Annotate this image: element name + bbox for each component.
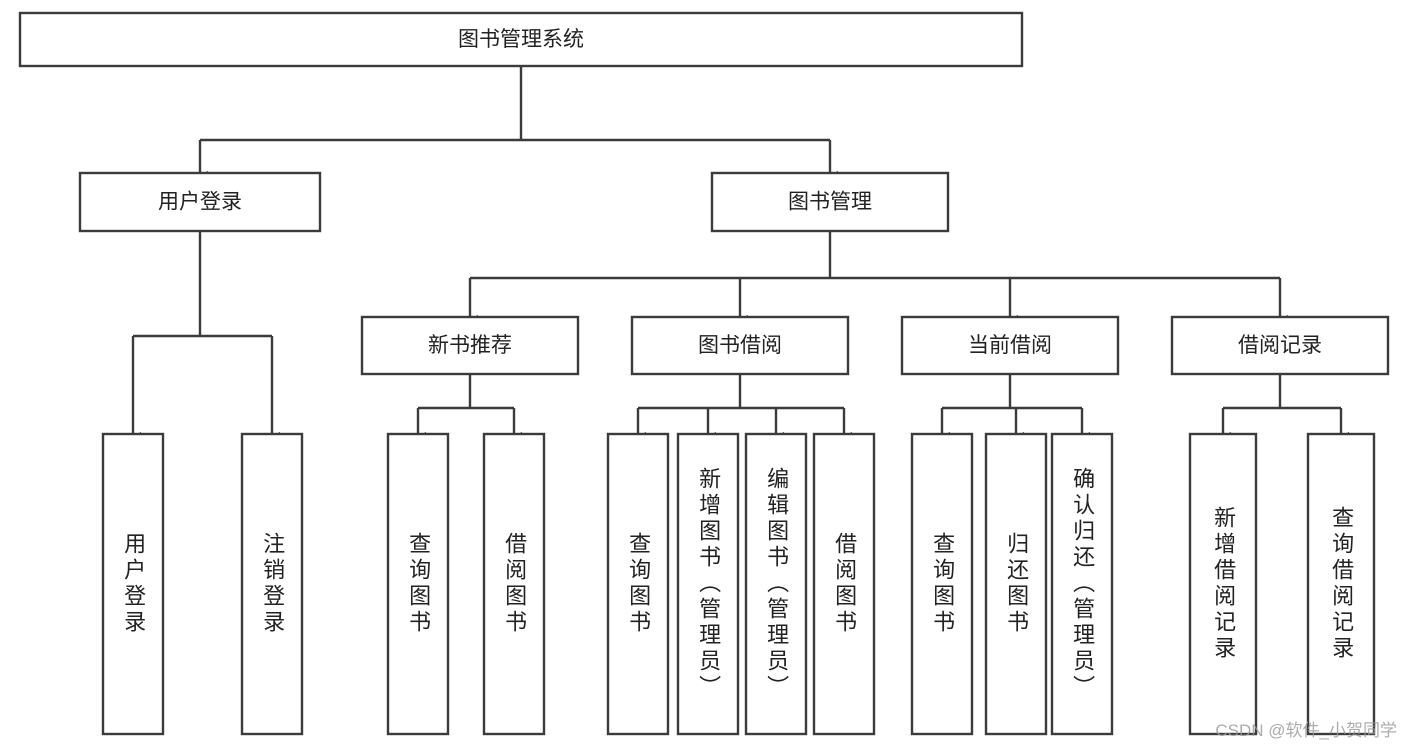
node-leaf-query-book-cur[interactable] xyxy=(910,432,974,736)
node-leaf-query-book-rec[interactable] xyxy=(386,432,450,736)
node-book-borrow[interactable] xyxy=(630,315,850,376)
node-leaf-edit-book[interactable] xyxy=(744,432,808,736)
node-leaf-query-record[interactable] xyxy=(1306,432,1376,736)
boxes-layer xyxy=(18,11,1390,736)
node-root-system[interactable] xyxy=(18,11,1024,68)
connectors-layer xyxy=(125,66,1349,446)
node-leaf-return-book[interactable] xyxy=(984,432,1048,736)
node-leaf-borrow-book-brw[interactable] xyxy=(812,432,876,736)
node-leaf-user-login[interactable] xyxy=(101,432,165,736)
node-leaf-confirm-return[interactable] xyxy=(1050,432,1114,736)
node-new-book-rec[interactable] xyxy=(360,315,580,376)
node-leaf-add-record[interactable] xyxy=(1188,432,1258,736)
node-label-borrow-record: 借阅记录 xyxy=(1238,334,1322,357)
node-label-current-borrow: 当前借阅 xyxy=(968,334,1052,357)
node-leaf-logout[interactable] xyxy=(240,432,304,736)
node-leaf-add-book[interactable] xyxy=(676,432,740,736)
node-book-manage[interactable] xyxy=(710,171,950,233)
node-label-book-manage: 图书管理 xyxy=(788,191,872,214)
node-label-book-borrow: 图书借阅 xyxy=(698,334,782,357)
node-label-root: 图书管理系统 xyxy=(458,28,584,51)
node-label-user-login: 用户登录 xyxy=(158,191,242,214)
node-borrow-record[interactable] xyxy=(1170,315,1390,376)
node-label-new-book-rec: 新书推荐 xyxy=(428,334,512,357)
node-user-login[interactable] xyxy=(78,171,322,233)
node-leaf-borrow-book-rec[interactable] xyxy=(482,432,546,736)
csdn-watermark: CSDN @软件_小贺同学 xyxy=(1215,721,1397,740)
node-leaf-query-book-brw[interactable] xyxy=(606,432,670,736)
node-current-borrow[interactable] xyxy=(900,315,1120,376)
